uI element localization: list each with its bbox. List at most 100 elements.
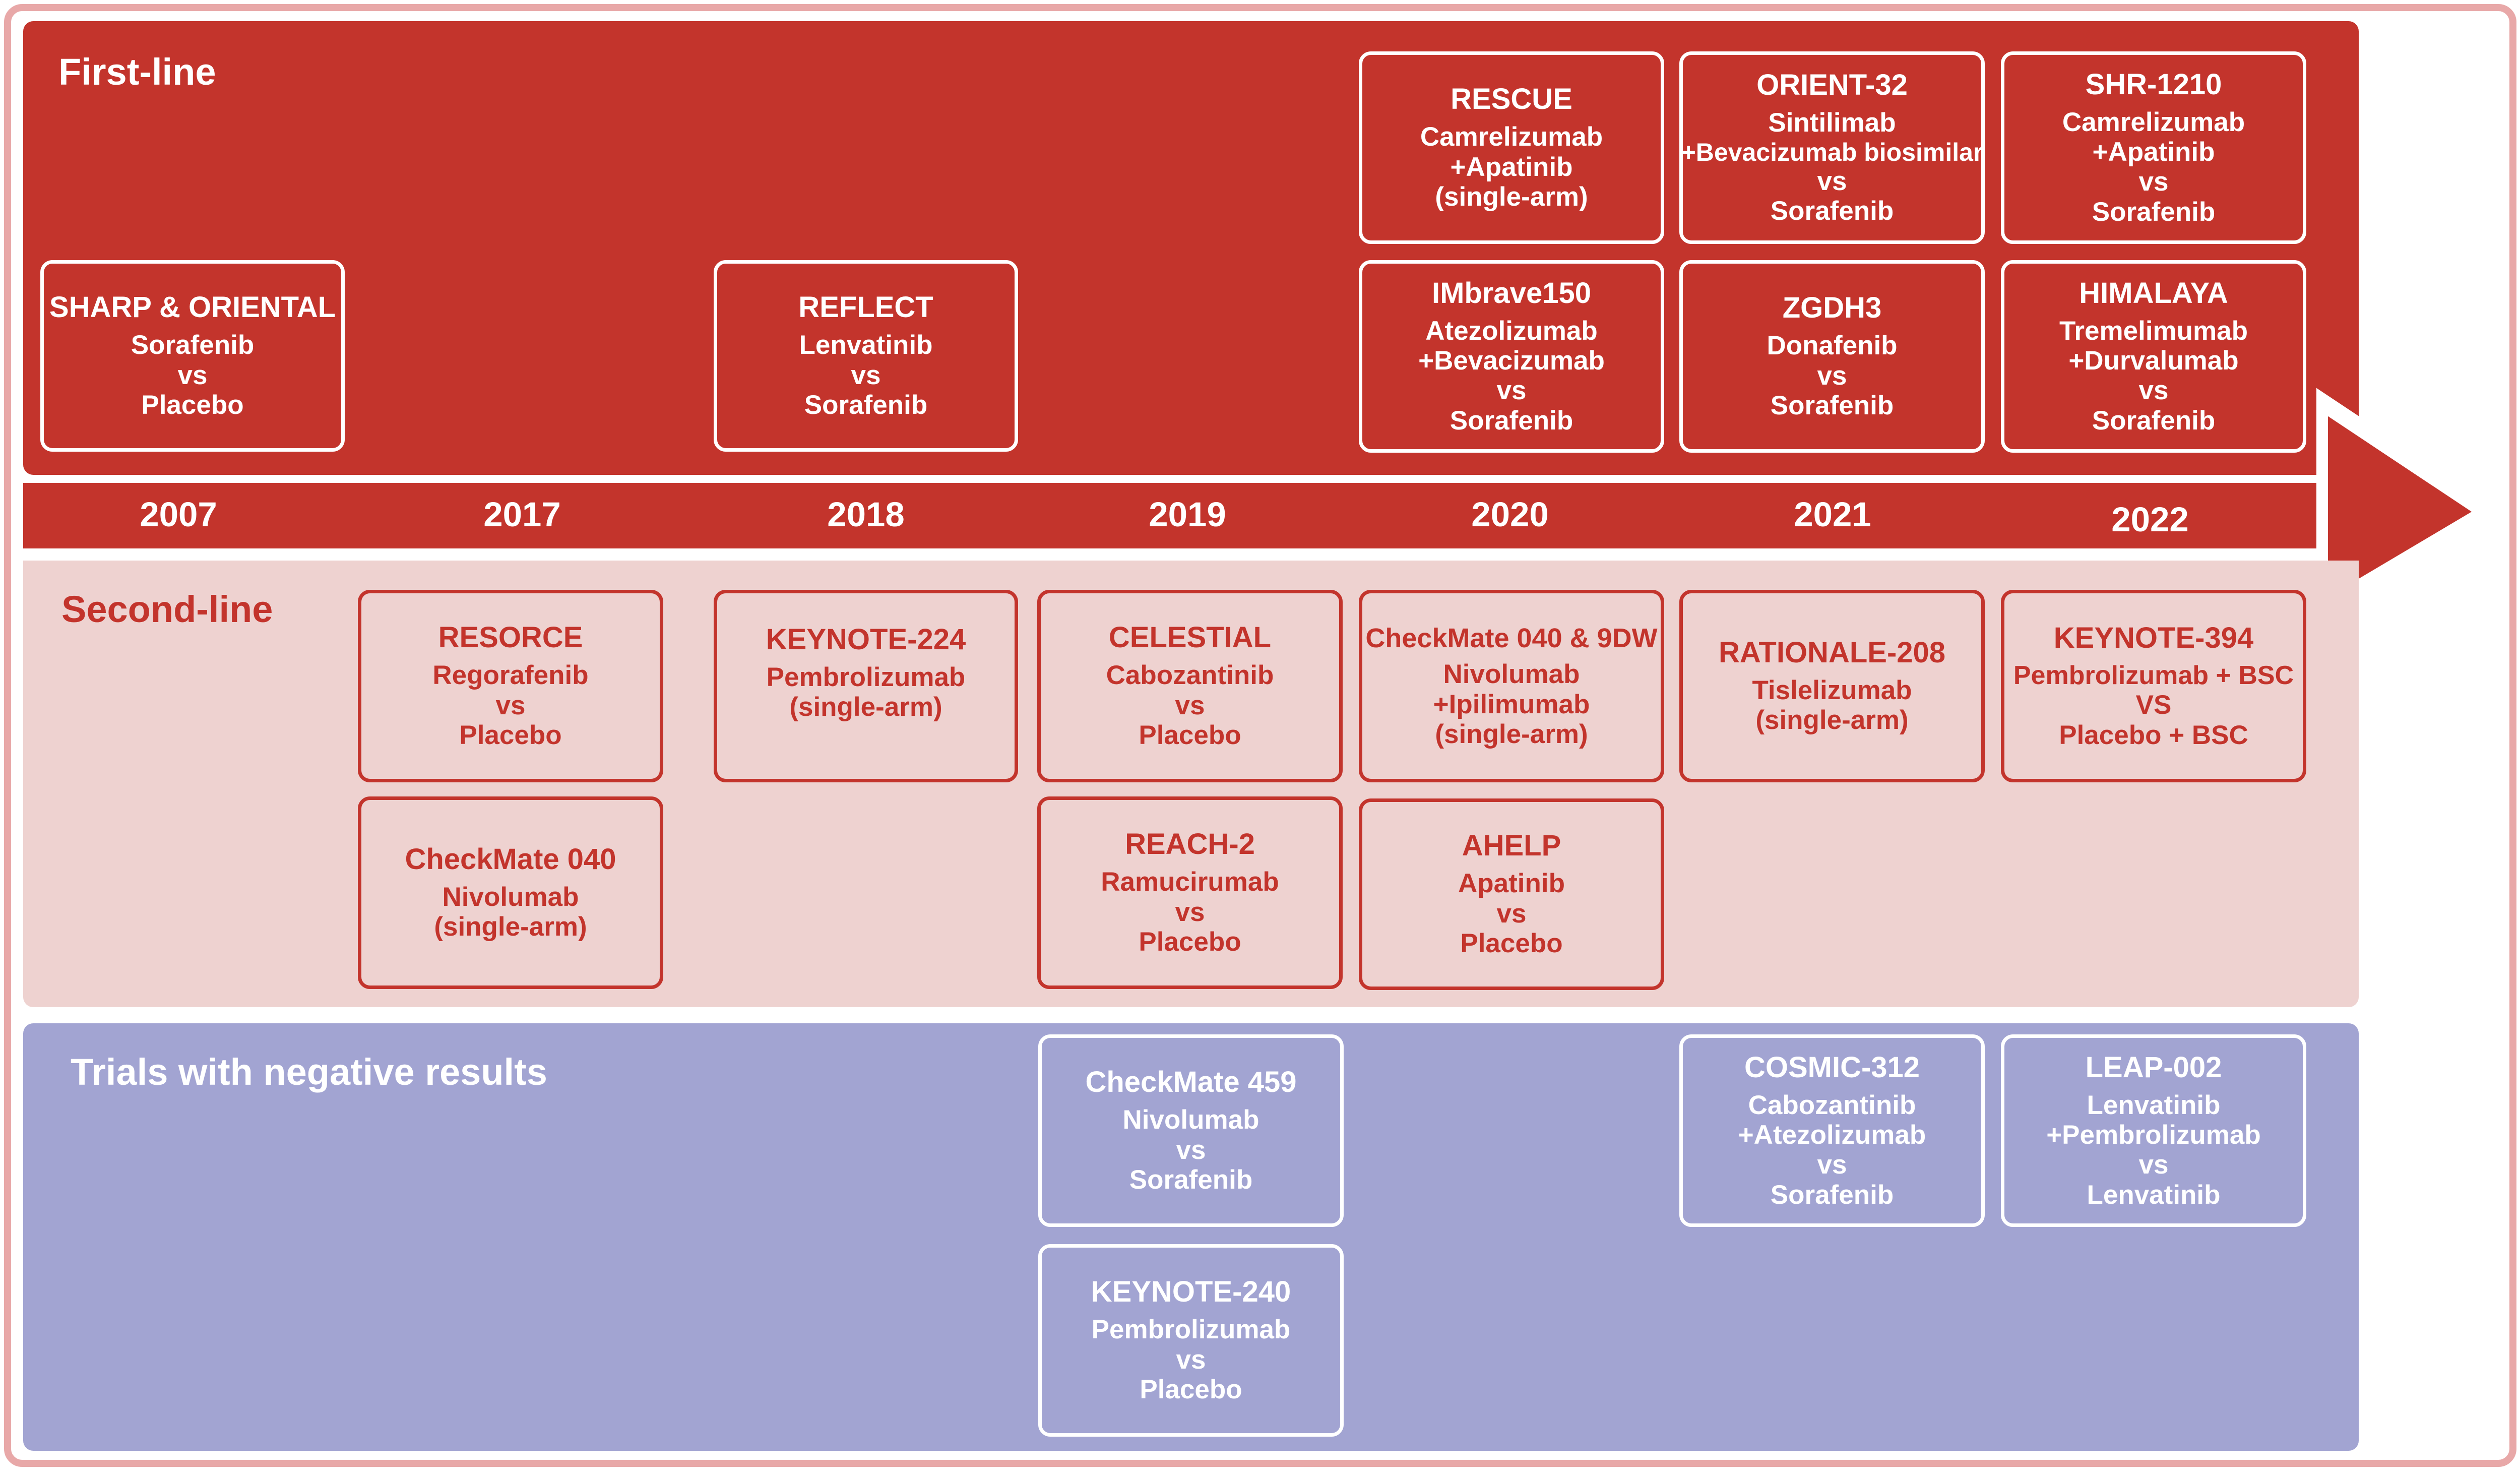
trial-detail: Donafenib — [1767, 331, 1898, 361]
trial-card: COSMIC-312 Cabozantinib +Atezolizumab vs… — [1679, 1034, 1985, 1227]
trial-detail: vs — [177, 360, 208, 390]
trial-detail: Sorafenib — [1770, 391, 1894, 421]
trial-name: SHARP & ORIENTAL — [49, 291, 336, 324]
trial-card: CheckMate 459 Nivolumab vs Sorafenib — [1038, 1034, 1344, 1227]
trial-card: HIMALAYA Tremelimumab +Durvalumab vs Sor… — [2001, 260, 2306, 453]
trial-detail: +Atezolizumab — [1738, 1120, 1926, 1150]
trial-name: SHR-1210 — [2085, 68, 2222, 101]
trial-detail: +Apatinib — [1450, 152, 1573, 182]
year-label: 2021 — [1794, 495, 1871, 534]
trial-name: ORIENT-32 — [1756, 69, 1908, 102]
trial-detail: Sintilimab — [1768, 108, 1896, 138]
trial-detail: Camrelizumab — [1420, 122, 1603, 152]
year-label: 2017 — [483, 495, 561, 534]
trial-detail: +Bevacizumab — [1418, 346, 1605, 376]
trial-name: CheckMate 040 — [405, 843, 616, 876]
trial-name: CheckMate 459 — [1085, 1066, 1297, 1099]
trial-detail: Placebo — [459, 720, 562, 751]
trial-detail: vs — [1175, 690, 1205, 720]
trial-detail: Nivolumab — [1443, 659, 1580, 690]
trial-detail: +Apatinib — [2092, 137, 2215, 167]
trial-name: RESCUE — [1451, 83, 1572, 116]
trial-name: REACH-2 — [1125, 828, 1255, 861]
trial-detail: vs — [1176, 1344, 1206, 1375]
trial-detail: Atezolizumab — [1425, 316, 1598, 346]
trial-name: AHELP — [1462, 829, 1561, 863]
trial-detail: Placebo — [141, 390, 244, 420]
trial-name: COSMIC-312 — [1744, 1051, 1920, 1084]
trial-detail: vs — [1176, 1135, 1206, 1165]
trial-detail: Sorafenib — [2092, 197, 2216, 227]
trial-detail: vs — [2138, 167, 2169, 197]
trial-detail: Sorafenib — [131, 330, 255, 360]
trial-detail: vs — [1496, 376, 1527, 406]
trial-detail: Ramucirumab — [1101, 867, 1279, 897]
outer-frame — [4, 4, 2516, 1467]
trial-detail: Nivolumab — [442, 882, 579, 912]
trial-detail: +Pembrolizumab — [2046, 1120, 2261, 1150]
trial-detail: Nivolumab — [1122, 1105, 1259, 1135]
trial-detail: Pembrolizumab + BSC — [2013, 661, 2294, 690]
trial-detail: Lenvatinib — [2087, 1090, 2221, 1120]
trial-detail: Sorafenib — [1770, 196, 1894, 226]
timeline-arrowhead — [2316, 388, 2503, 624]
trial-card: AHELP Apatinib vs Placebo — [1359, 798, 1664, 990]
trial-name: HIMALAYA — [2079, 276, 2228, 310]
trial-detail: Sorafenib — [1770, 1180, 1894, 1210]
trial-detail: (single-arm) — [1435, 182, 1588, 212]
trial-detail: +Durvalumab — [2068, 346, 2239, 376]
trial-detail: Sorafenib — [1450, 405, 1573, 436]
trial-detail: vs — [2138, 1150, 2169, 1180]
trial-detail: vs — [1496, 898, 1527, 929]
trial-detail: vs — [495, 690, 526, 720]
trial-name: CheckMate 040 & 9DW — [1365, 623, 1658, 653]
trial-detail: Sorafenib — [2092, 405, 2216, 436]
trial-detail: VS — [2135, 690, 2172, 720]
trial-detail: Cabozantinib — [1106, 660, 1274, 691]
year-label: 2018 — [827, 495, 905, 534]
trial-card: LEAP-002 Lenvatinib +Pembrolizumab vs Le… — [2001, 1034, 2306, 1227]
trial-name: REFLECT — [798, 291, 933, 324]
trial-detail: Sorafenib — [804, 390, 928, 420]
trial-detail: Tremelimumab — [2059, 316, 2248, 346]
trial-card: ORIENT-32 Sintilimab +Bevacizumab biosim… — [1679, 51, 1985, 244]
trial-card: KEYNOTE-394 Pembrolizumab + BSC VS Place… — [2001, 590, 2306, 782]
trial-name: LEAP-002 — [2085, 1051, 2222, 1084]
trial-name: ZGDH3 — [1782, 291, 1882, 325]
trial-detail: Placebo — [1139, 720, 1241, 751]
trial-card: REFLECT Lenvatinib vs Sorafenib — [714, 260, 1018, 452]
trial-card: IMbrave150 Atezolizumab +Bevacizumab vs … — [1359, 260, 1664, 453]
trial-detail: vs — [1817, 166, 1847, 196]
trial-detail: Pembrolizumab — [1091, 1315, 1291, 1345]
trial-card: CELESTIAL Cabozantinib vs Placebo — [1037, 590, 1343, 782]
trial-name: KEYNOTE-240 — [1091, 1275, 1291, 1309]
trial-name: CELESTIAL — [1108, 621, 1272, 654]
trial-name: RESORCE — [438, 621, 583, 654]
trial-detail: vs — [1175, 897, 1205, 927]
trial-detail: Placebo — [1139, 927, 1241, 957]
trial-detail: +Bevacizumab biosimilar — [1681, 138, 1983, 166]
trial-detail: vs — [1817, 1150, 1847, 1180]
trial-detail: vs — [2138, 376, 2169, 406]
trial-detail: vs — [851, 360, 881, 390]
year-label: 2007 — [140, 495, 217, 534]
trial-detail: Pembrolizumab — [766, 662, 966, 692]
trial-detail: Placebo — [1140, 1375, 1242, 1405]
trial-detail: +Ipilimumab — [1433, 689, 1590, 719]
trial-detail: Camrelizumab — [2062, 107, 2245, 137]
year-label: 2020 — [1471, 495, 1549, 534]
trial-detail: Placebo — [1460, 929, 1563, 959]
trial-card: ZGDH3 Donafenib vs Sorafenib — [1679, 260, 1985, 453]
trial-card: SHR-1210 Camrelizumab +Apatinib vs Soraf… — [2001, 51, 2306, 244]
trial-card: KEYNOTE-224 Pembrolizumab (single-arm) — [714, 590, 1018, 782]
trial-detail: (single-arm) — [434, 912, 587, 942]
trial-name: IMbrave150 — [1432, 276, 1591, 310]
trial-card: SHARP & ORIENTAL Sorafenib vs Placebo — [40, 260, 345, 452]
trial-detail: Lenvatinib — [799, 330, 933, 360]
second-line-title: Second-line — [61, 588, 273, 630]
negative-results-title: Trials with negative results — [71, 1051, 547, 1093]
trial-detail: vs — [1817, 360, 1847, 391]
year-label: 2022 — [2111, 500, 2189, 539]
trial-name: KEYNOTE-224 — [766, 623, 966, 656]
